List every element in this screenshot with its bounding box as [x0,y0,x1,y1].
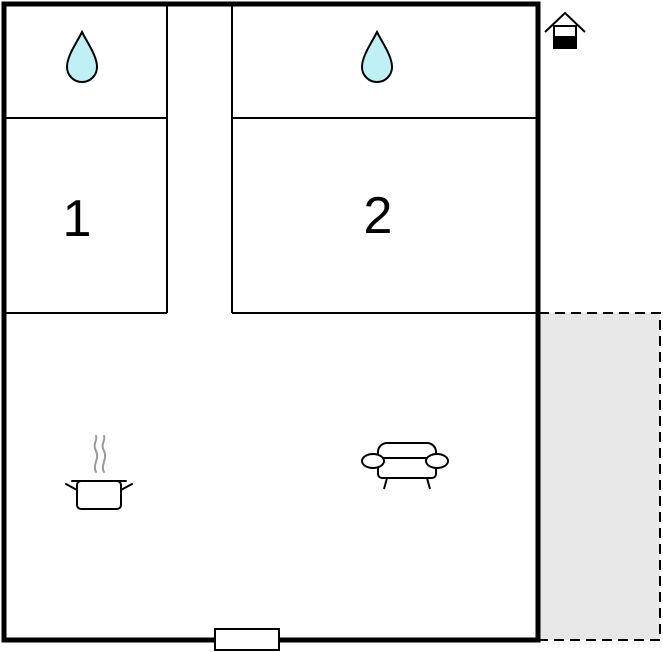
room-2-label: 2 [364,187,393,245]
house-ground-floor-icon [544,11,586,49]
outer-wall [1,1,541,643]
room-1-walls [4,4,168,314]
room-1-label: 1 [63,190,92,248]
water-drop-icon [360,29,394,83]
room-2-walls [231,4,538,314]
cooking-pot-icon [65,435,133,510]
sofa-icon [361,442,449,490]
terrace-area [538,312,661,641]
water-drop-icon [65,29,99,83]
entrance-door [214,628,280,651]
